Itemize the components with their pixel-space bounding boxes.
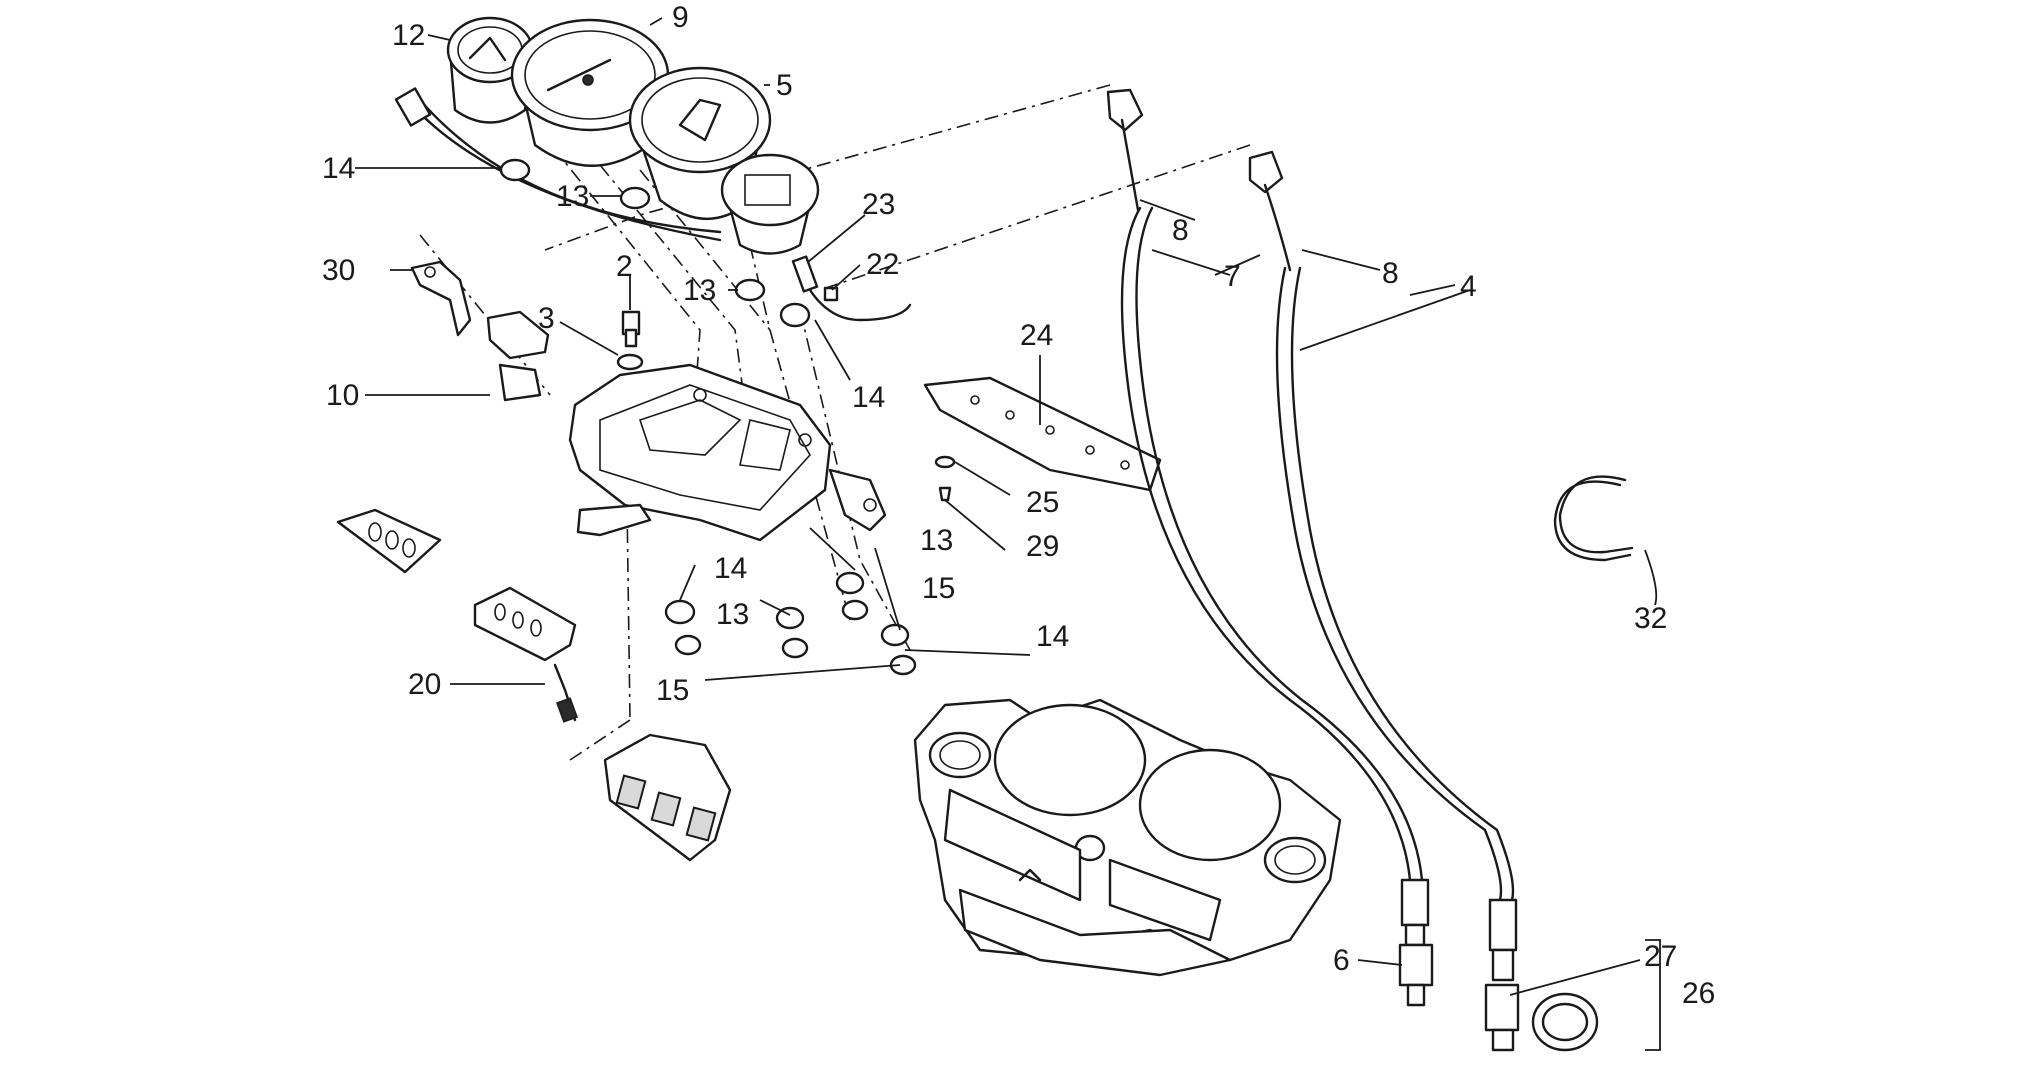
split-ring-32 (1553, 475, 1634, 562)
callout-2: 2 (616, 250, 633, 283)
callout-13-lower: 13 (920, 524, 953, 557)
holder-10 (486, 310, 550, 402)
cable-4 (1248, 150, 1520, 1052)
callout-8-left: 8 (1172, 214, 1189, 247)
callout-27: 27 (1644, 940, 1677, 973)
screw-2-and-washer-3 (616, 310, 644, 371)
instrument-support-bracket (568, 363, 887, 542)
callout-32: 32 (1634, 602, 1667, 635)
callout-labels: 12 9 5 14 13 23 30 2 13 22 3 24 14 10 25… (322, 1, 1715, 1010)
callout-24: 24 (1020, 319, 1053, 352)
callout-13-top: 13 (556, 180, 589, 213)
callout-14-top-left: 14 (322, 152, 355, 185)
cable-7 (1106, 88, 1434, 1007)
callout-26: 26 (1682, 977, 1715, 1010)
callout-20: 20 (408, 668, 441, 701)
callout-7: 7 (1224, 260, 1241, 293)
callout-14-lower-left: 14 (714, 552, 747, 585)
callout-8-right: 8 (1382, 257, 1399, 290)
instrument-housing (913, 698, 1342, 977)
callout-4: 4 (1460, 270, 1477, 303)
gauge-indicator-cluster (720, 153, 820, 255)
callout-29: 29 (1026, 530, 1059, 563)
callout-14-right: 14 (852, 381, 885, 414)
gauge-9-speedometer (510, 18, 670, 167)
warning-light-panel-bottom (473, 586, 578, 723)
callout-10: 10 (326, 379, 359, 412)
callout-25: 25 (1026, 486, 1059, 519)
bracket-30 (410, 260, 472, 337)
warning-light-panel-top (336, 508, 442, 574)
callout-15-bottom: 15 (656, 674, 689, 707)
callout-13-middle: 13 (683, 274, 716, 307)
callout-5: 5 (776, 69, 793, 102)
callout-3: 3 (538, 302, 555, 335)
drive-nut-27 (1531, 992, 1599, 1052)
callout-12: 12 (392, 19, 425, 52)
small-parts-25-29 (934, 455, 956, 502)
connector-22-23 (791, 255, 912, 322)
callout-13-bottom: 13 (716, 598, 749, 631)
grommets (499, 158, 917, 676)
callout-30: 30 (322, 254, 355, 287)
callout-6: 6 (1333, 944, 1350, 977)
lamp-panel-lower (603, 733, 732, 862)
callout-9: 9 (672, 1, 689, 34)
callout-23: 23 (862, 188, 895, 221)
gauge-12-small-dial (446, 16, 534, 124)
callout-22: 22 (866, 248, 899, 281)
leader-lines (355, 17, 1661, 1051)
callout-14-lower-right: 14 (1036, 620, 1069, 653)
callout-15-right: 15 (922, 572, 955, 605)
instrument-wire (394, 87, 722, 242)
plate-24 (923, 376, 1162, 492)
